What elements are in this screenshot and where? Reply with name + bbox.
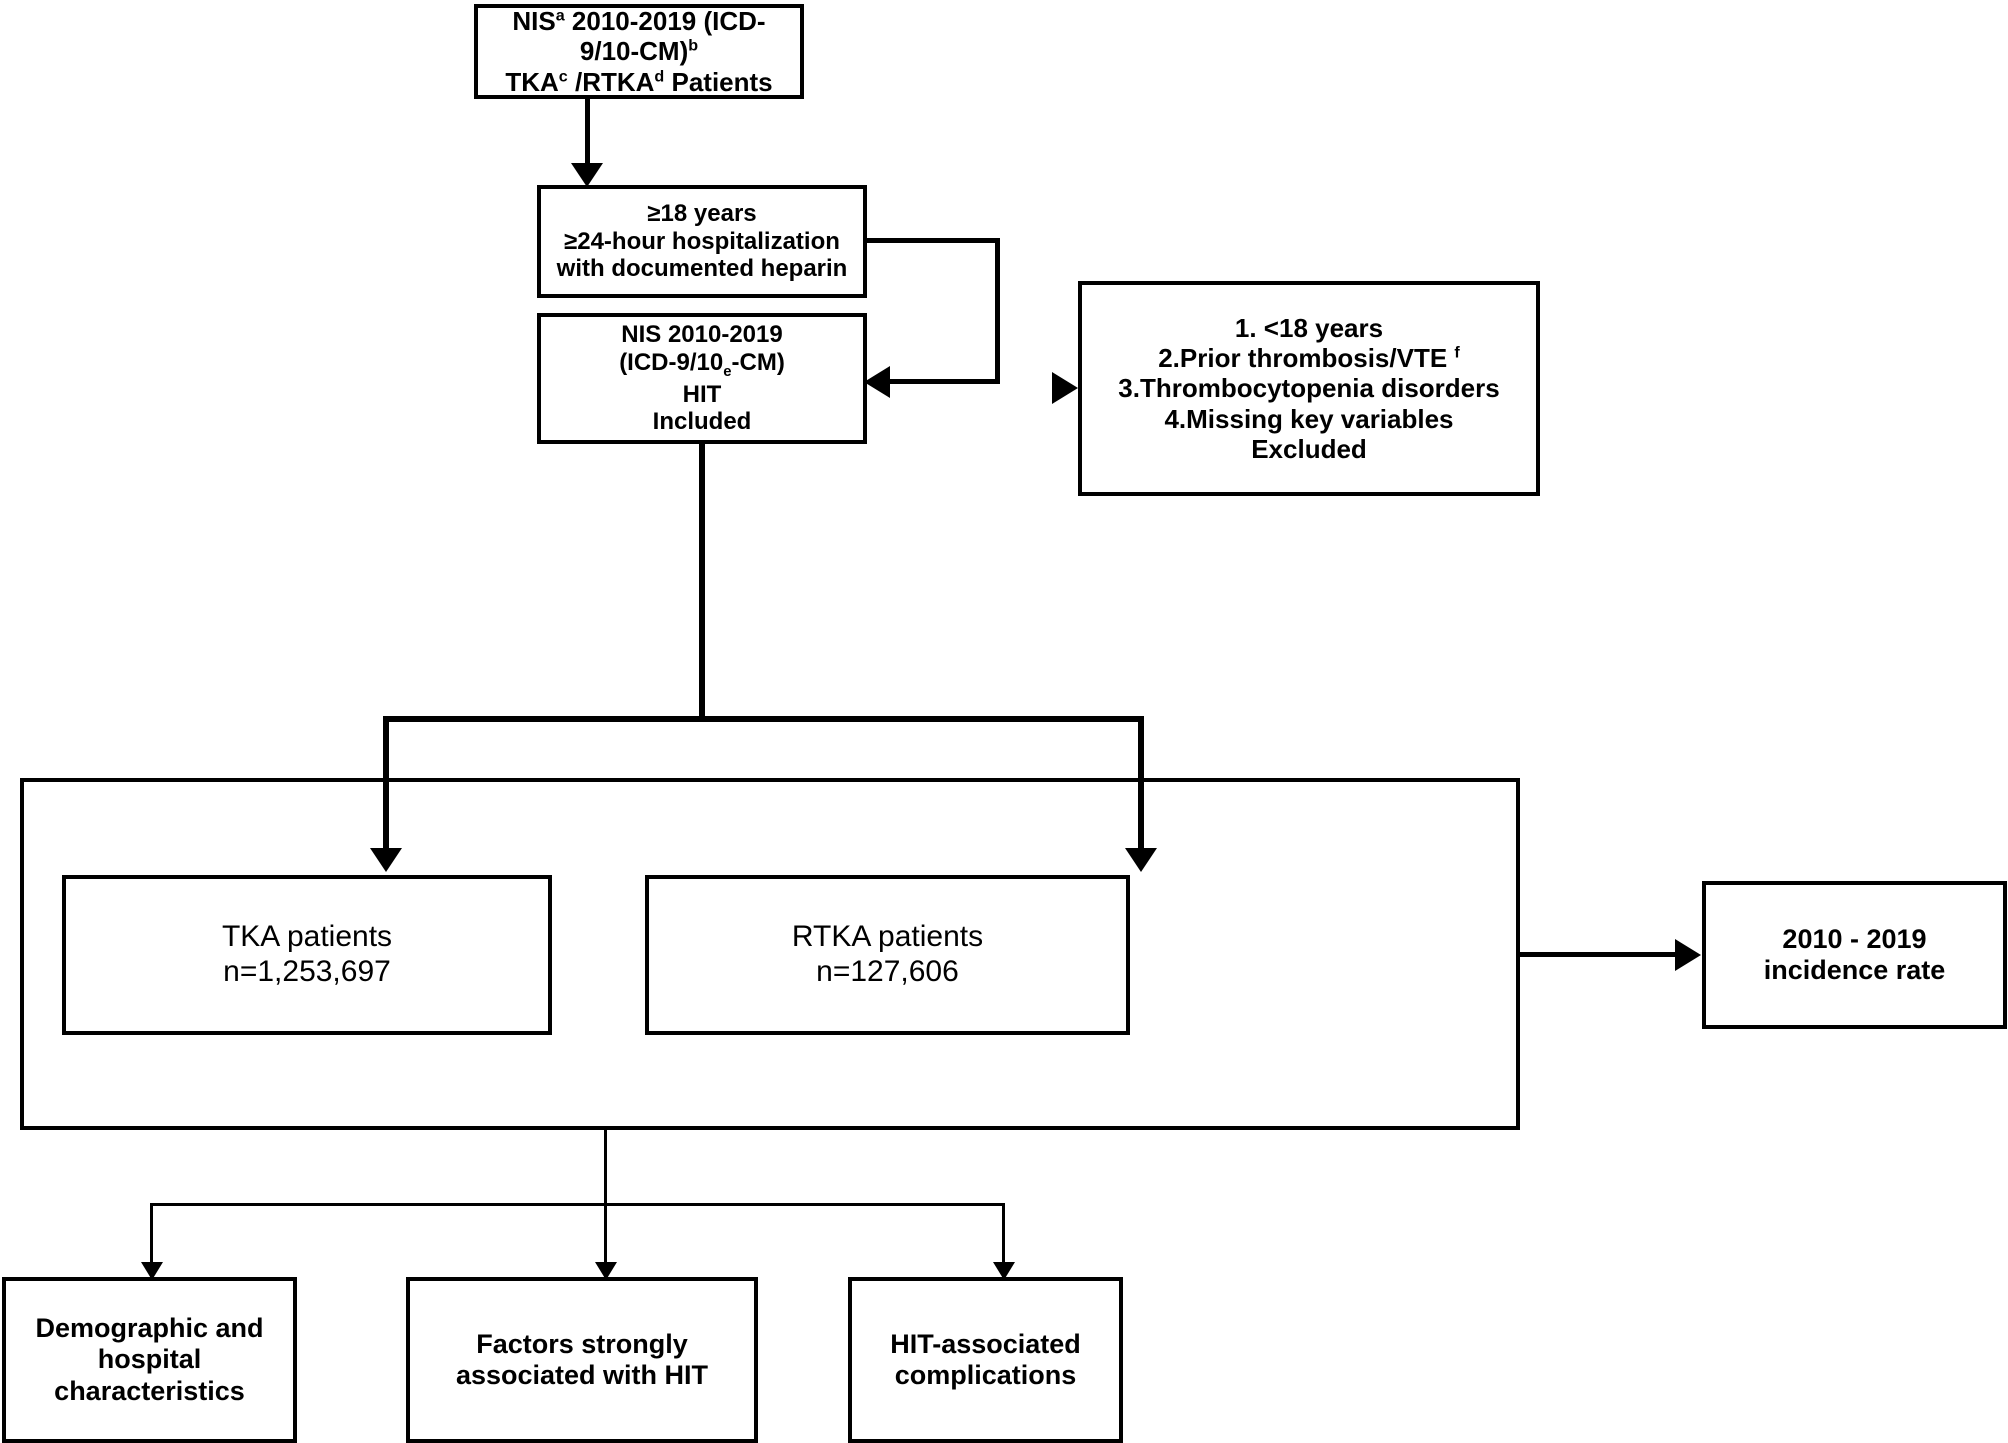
arrowhead-to-rtka: [1125, 848, 1157, 872]
arrowhead-to-factors: [595, 1262, 617, 1280]
node-excluded-criteria: 1. <18 years 2.Prior thrombosis/VTE f 3.…: [1078, 281, 1540, 496]
source-line1-pre: NIS: [512, 6, 556, 37]
excluded-line1: 1. <18 years: [1234, 313, 1384, 344]
connector-branch-rtka: [1138, 716, 1144, 859]
excluded-line3: 3.Thrombocytopenia disorders: [1118, 373, 1500, 404]
demographics-line3: characteristics: [54, 1375, 245, 1406]
inclusion-line1: ≥18 years: [647, 199, 757, 227]
included-line4: Included: [652, 408, 752, 436]
inclusion-line3: with documented heparin: [556, 255, 848, 283]
cohort-container: [20, 778, 1520, 1130]
arrowhead-to-incidence: [1675, 939, 1701, 971]
node-incidence-rate: 2010 - 2019 incidence rate: [1702, 881, 2007, 1029]
node-included-hit: NIS 2010-2019 (ICD-9/10e-CM) HIT Include…: [537, 313, 867, 444]
factors-line1: Factors strongly: [476, 1328, 688, 1359]
node-inclusion-criteria: ≥18 years ≥24-hour hospitalization with …: [537, 185, 867, 298]
node-demographics: Demographic and hospital characteristics: [2, 1277, 297, 1443]
connector-split-bar: [383, 716, 1144, 722]
tka-label: TKA patients: [221, 920, 393, 954]
connector-branch-tka: [383, 716, 389, 859]
connector-source-to-inclusion: [585, 99, 590, 171]
connector-included-stem: [699, 444, 705, 719]
connector-loop-right: [995, 238, 1000, 384]
excluded-line5: Excluded: [1251, 433, 1367, 464]
node-factors: Factors strongly associated with HIT: [406, 1277, 758, 1443]
included-line3: HIT: [682, 380, 722, 408]
arrowhead-loop-to-included: [864, 366, 890, 398]
excluded-line2-pre: 2.Prior thrombosis/VTE: [1158, 343, 1455, 374]
rtka-label: RTKA patients: [791, 920, 984, 954]
footnote-d: d: [654, 66, 665, 85]
source-line2-mid: /RTKA: [567, 66, 655, 97]
excluded-line4: 4.Missing key variables: [1164, 403, 1454, 434]
node-source: NISa 2010-2019 (ICD-9/10-CM)b TKAc /RTKA…: [474, 4, 804, 99]
factors-line2: associated with HIT: [455, 1360, 709, 1390]
arrowhead-source-to-inclusion: [571, 163, 603, 187]
connector-outcomes-bar: [150, 1203, 1005, 1206]
arrowhead-to-excluded: [1052, 372, 1078, 404]
complications-line1: HIT-associated: [890, 1328, 1081, 1359]
included-line2-post: -CM): [731, 348, 785, 376]
arrowhead-to-tka: [370, 848, 402, 872]
demographics-line2: hospital: [97, 1344, 202, 1375]
inclusion-line2: ≥24-hour hospitalization: [564, 227, 840, 255]
node-tka-patients: TKA patients n=1,253,697: [62, 875, 552, 1035]
footnote-a: a: [555, 6, 565, 25]
connector-outcome-right: [1002, 1203, 1005, 1281]
demographics-line1: Demographic and: [35, 1313, 264, 1344]
footnote-f: f: [1454, 343, 1460, 362]
connector-to-incidence: [1519, 952, 1679, 957]
incidence-period: 2010 - 2019: [1782, 923, 1927, 954]
complications-line2: complications: [894, 1360, 1077, 1390]
arrowhead-to-demographics: [141, 1262, 163, 1280]
incidence-label: incidence rate: [1763, 955, 1946, 985]
node-complications: HIT-associated complications: [848, 1277, 1123, 1443]
included-line2-pre: (ICD-9/10: [619, 348, 724, 376]
included-line1: NIS 2010-2019: [621, 320, 783, 348]
footnote-e: e: [723, 363, 732, 380]
arrowhead-to-complications: [993, 1262, 1015, 1280]
source-line2-post: Patients: [664, 66, 773, 97]
rtka-count: n=127,606: [816, 955, 959, 988]
source-line1-mid: 2010-2019 (ICD-9/10-CM): [564, 6, 766, 67]
source-line2-pre: TKA: [505, 66, 559, 97]
connector-outcome-left: [150, 1203, 153, 1281]
footnote-c: c: [558, 66, 568, 85]
tka-count: n=1,253,697: [223, 955, 391, 988]
footnote-b: b: [688, 36, 699, 55]
connector-loop-top: [863, 238, 1000, 243]
connector-loop-bottom: [890, 379, 1000, 384]
node-rtka-patients: RTKA patients n=127,606: [645, 875, 1130, 1035]
